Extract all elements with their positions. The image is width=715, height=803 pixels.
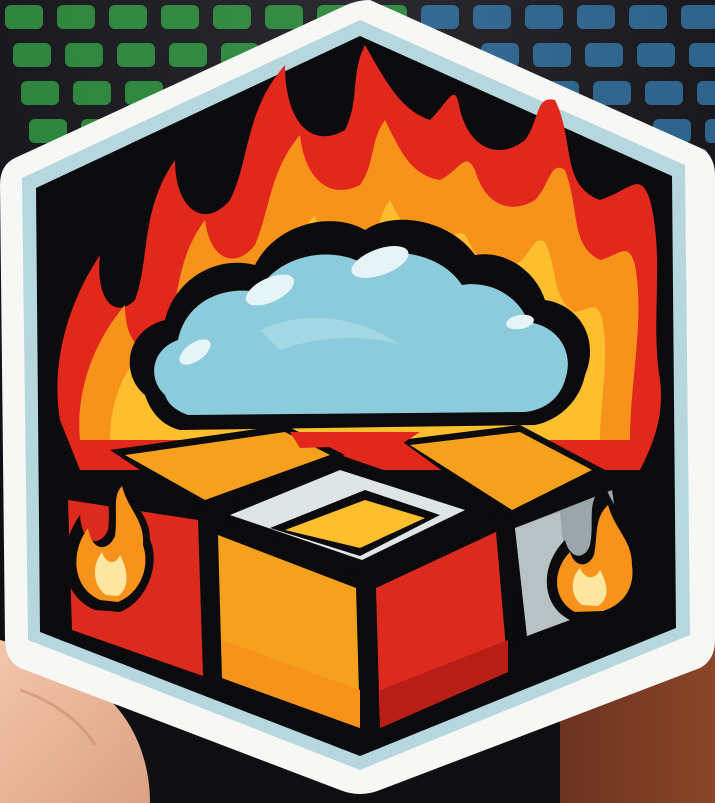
keyboard-key (577, 5, 615, 29)
flame-icon (546, 485, 641, 620)
keyboard-key (645, 81, 683, 105)
keyboard-key (705, 119, 715, 143)
hand (0, 640, 150, 803)
keyboard-key (21, 81, 59, 105)
keyboard-key (473, 5, 511, 29)
keyboard-key (29, 119, 67, 143)
keyboard-key (117, 43, 155, 67)
keyboard-key (593, 81, 631, 105)
flame-icon (64, 470, 154, 612)
keyboard-key (57, 5, 95, 29)
keyboard-key (689, 43, 715, 67)
keyboard-key (161, 5, 199, 29)
keyboard-key (73, 81, 111, 105)
keyboard-key (213, 5, 251, 29)
keyboard-key (13, 43, 51, 67)
keyboard-key (637, 43, 675, 67)
keyboard-key (629, 5, 667, 29)
keyboard-key (525, 5, 563, 29)
keyboard-key (109, 5, 147, 29)
keyboard-key (265, 5, 303, 29)
cloud-icon (129, 219, 591, 430)
keyboard-key (533, 43, 571, 67)
keyboard-key (697, 81, 715, 105)
keyboard-key (5, 5, 43, 29)
keyboard-key (421, 5, 459, 29)
keyboard-key (169, 43, 207, 67)
keyboard-key (681, 5, 715, 29)
keyboard-key (65, 43, 103, 67)
keyboard-key (585, 43, 623, 67)
